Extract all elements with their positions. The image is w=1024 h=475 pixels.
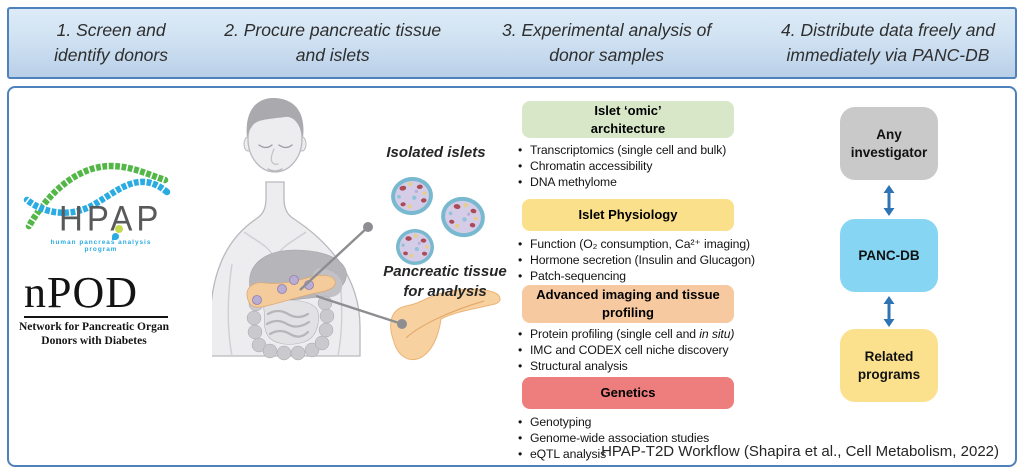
bullet-item: •Hormone secretion (Insulin and Glucagon… — [518, 253, 755, 268]
bullet-item: •Transcriptomics (single cell and bulk) — [518, 143, 727, 157]
isolated-islets-label: Isolated islets — [386, 144, 486, 161]
bullet-item: •Function (O₂ consumption, Ca²⁺ imaging) — [518, 237, 750, 251]
step-label-1: 1. Screen and identify donors — [54, 20, 168, 65]
distribution-column: Any investigator PANC-DB Related program… — [840, 107, 938, 407]
bullet-item: •Structural analysis — [518, 359, 628, 374]
pancreas-icon — [390, 288, 501, 361]
npod-rule — [24, 316, 168, 318]
connector-lines — [299, 226, 403, 326]
bullet-list-imaging: •Protein profiling (single cell and in s… — [518, 327, 772, 375]
double-arrow-icon — [881, 184, 897, 217]
caption: HPAP-T2D Workflow (Shapira et al., Cell … — [601, 443, 999, 460]
bullet-marker: • — [518, 415, 523, 429]
main-panel: HPAP human pancreas analysis program nPO… — [7, 86, 1017, 467]
distribution-node-related-programs: Related programs — [840, 329, 938, 402]
bullet-marker: • — [518, 359, 523, 374]
step-label-3: 3. Experimental analysis of donor sample… — [502, 20, 712, 65]
bullet-marker: • — [518, 253, 523, 268]
analysis-section-header-omic: Islet ‘omic’ architecture — [522, 101, 734, 138]
bullet-item: •Chromatin accessibility — [518, 159, 653, 174]
npod-subtitle: Network for Pancreatic Organ Donors with… — [19, 321, 169, 348]
npod-wordmark: nPOD — [24, 268, 139, 317]
bullet-marker: • — [518, 159, 523, 174]
bullet-list-omic: •Transcriptomics (single cell and bulk) … — [518, 143, 772, 191]
distribution-node-panc-db: PANC-DB — [840, 219, 938, 292]
dna-helix-icon — [23, 161, 171, 230]
hpap-accent-drop-blue — [112, 233, 119, 240]
analysis-section-header-physiology: Islet Physiology — [522, 199, 734, 231]
analysis-column: Islet ‘omic’ architecture •Transcriptomi… — [514, 101, 772, 461]
bullet-marker: • — [518, 447, 523, 462]
bullet-list-physiology: •Function (O₂ consumption, Ca²⁺ imaging)… — [518, 237, 772, 285]
bullet-item: •DNA methylome — [518, 175, 617, 190]
distribution-node-any-investigator: Any investigator — [840, 107, 938, 180]
section-title: Advanced imaging and tissue profiling — [536, 287, 720, 320]
bullet-item: •Protein profiling (single cell and in s… — [518, 327, 735, 341]
islet-icon — [441, 196, 485, 238]
step-label-4: 4. Distribute data freely and immediatel… — [780, 20, 995, 65]
hair — [246, 97, 304, 138]
hpap-tagline: human pancreas analysis program — [50, 239, 152, 253]
islet-dots-in-pancreas — [252, 275, 314, 305]
section-title: Genetics — [600, 385, 656, 401]
bullet-item: •IMC and CODEX cell niche discovery — [518, 343, 729, 358]
double-arrow-icon — [881, 295, 897, 328]
bullet-item: •Genome-wide association studies — [518, 431, 710, 446]
bullet-item: •eQTL analysis — [518, 447, 607, 462]
bullet-marker: • — [518, 431, 523, 446]
bullet-marker: • — [518, 175, 523, 190]
analysis-section-header-imaging: Advanced imaging and tissue profiling — [522, 285, 734, 323]
bullet-marker: • — [518, 143, 523, 157]
bullet-marker: • — [518, 269, 523, 284]
workflow-step-bar: 1. Screen and identify donors 2. Procure… — [7, 7, 1017, 79]
step-label-2: 2. Procure pancreatic tissue and islets — [224, 20, 442, 65]
bullet-item: •Patch-sequencing — [518, 269, 626, 284]
islet-icon — [396, 228, 434, 266]
hpap-accent-dot-green — [115, 225, 123, 233]
bullet-item: •Genotyping — [518, 415, 592, 429]
bullet-marker: • — [518, 237, 523, 251]
pancreatic-tissue-label: Pancreatic tissue for analysis — [383, 263, 507, 301]
hpap-wordmark: HPAP — [59, 198, 163, 238]
section-title: Islet Physiology — [578, 207, 678, 223]
bullet-marker: • — [518, 327, 523, 341]
islet-icon — [391, 176, 433, 216]
analysis-section-header-genetics: Genetics — [522, 377, 734, 409]
bullet-marker: • — [518, 343, 523, 358]
bullet-list-genetics: •Genotyping •Genome-wide association stu… — [518, 415, 772, 463]
donor-body-illustration — [212, 97, 501, 361]
section-title: Islet ‘omic’ architecture — [590, 102, 666, 136]
